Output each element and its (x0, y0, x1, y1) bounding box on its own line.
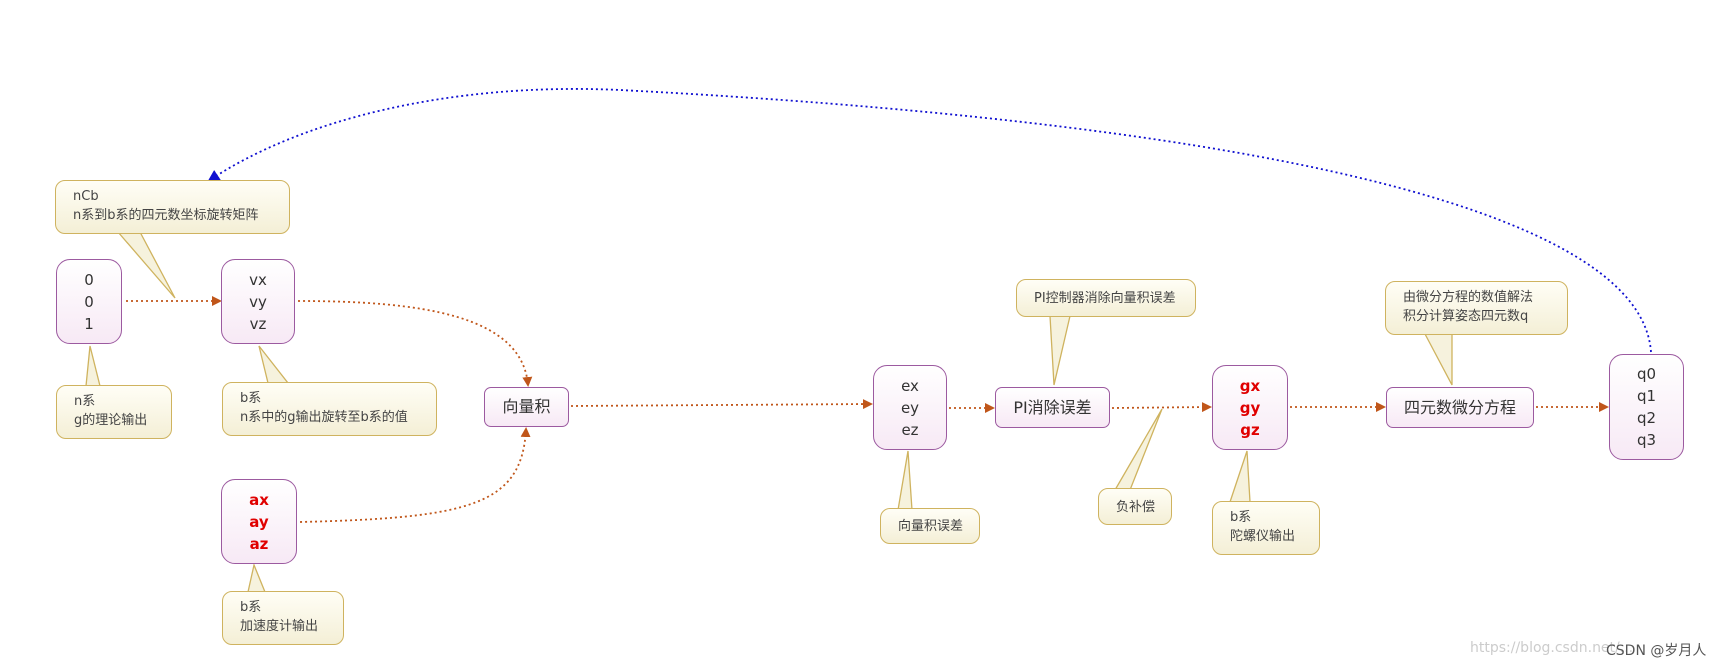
note-neg-comp: 负补偿 (1098, 488, 1172, 525)
node-error-item: ey (900, 398, 920, 417)
note-accel-out-line-2: 加速度计输出 (240, 619, 319, 634)
note-cross-err: 向量积误差 (880, 508, 980, 544)
note-gyro-out-line-2: 陀螺仪输出 (1230, 529, 1296, 544)
node-accelerometer-item: ax (249, 490, 269, 509)
callout-tail-ncb (116, 231, 176, 299)
node-gravity-reference-item: 0 (84, 292, 94, 311)
node-error-item: ez (901, 420, 919, 439)
watermark-url: https://blog.csdn.net/... (1470, 640, 1634, 656)
node-quaternion-item: q3 (1636, 431, 1657, 449)
note-b-rotated-line-2: n系中的g输出旋转至b系的值 (240, 410, 408, 425)
note-cross-err-line-1: 向量积误差 (898, 519, 964, 534)
node-pi-eliminate: PI消除误差 (995, 387, 1110, 428)
node-cross-product: 向量积 (484, 387, 569, 427)
author-credit: CSDN @岁月人 (1606, 643, 1707, 659)
callout-tail-pi (1049, 315, 1071, 386)
flow-cross-to-error (570, 399, 873, 410)
callout-tail-cross-err (897, 450, 913, 511)
note-numeric-line-2: 积分计算姿态四元数q (1403, 309, 1529, 324)
note-numeric: 由微分方程的数值解法 积分计算姿态四元数q (1385, 281, 1568, 335)
node-gravity-body-item: vz (249, 314, 267, 333)
node-accelerometer-item: ay (249, 512, 269, 531)
node-gravity-reference-item: 1 (84, 314, 94, 333)
note-n-frame-line-1: n系 (74, 394, 96, 409)
note-b-rotated-line-1: b系 (240, 391, 262, 406)
feedback-quat-to-ncb (207, 88, 1652, 353)
note-pi-ctrl: PI控制器消除向量积误差 (1016, 279, 1196, 317)
callout-tail-accel (247, 562, 266, 593)
callout-tail-gyro (1229, 450, 1251, 503)
node-error-item: ex (901, 376, 919, 395)
node-quaternion-item: q2 (1636, 409, 1657, 427)
node-gyroscope-item: gz (1240, 420, 1260, 439)
node-pi-eliminate-label: PI消除误差 (1013, 397, 1092, 417)
flow-rotated-to-cross (297, 300, 533, 387)
node-quaternion-item: q0 (1636, 365, 1657, 383)
note-n-frame: n系 g的理论输出 (56, 385, 172, 439)
node-gravity-body-item: vy (249, 292, 267, 311)
note-pi-ctrl-line-1: PI控制器消除向量积误差 (1034, 291, 1176, 306)
callout-tail-numeric (1423, 333, 1453, 386)
note-numeric-line-1: 由微分方程的数值解法 (1403, 290, 1534, 305)
node-accelerometer-item: az (249, 534, 269, 553)
callout-tail-neg (1113, 408, 1163, 491)
note-neg-comp-line-1: 负补偿 (1116, 500, 1156, 515)
flow-pi-to-gyro (1111, 402, 1212, 413)
node-gravity-reference-item: 0 (84, 270, 94, 289)
note-gyro-out-line-1: b系 (1230, 510, 1252, 525)
node-gravity-reference: 0 0 1 (56, 259, 122, 344)
callout-tail-n-frame (85, 345, 101, 387)
node-quaternion-item: q1 (1636, 387, 1657, 405)
callout-tail-b-rotated (258, 345, 290, 384)
node-quaternion-diff-eq-label: 四元数微分方程 (1403, 397, 1516, 417)
flow-accel-to-cross (299, 427, 531, 523)
note-gyro-out: b系 陀螺仪输出 (1212, 501, 1320, 555)
note-b-rotated: b系 n系中的g输出旋转至b系的值 (222, 382, 437, 436)
node-gyroscope-item: gy (1239, 398, 1261, 417)
note-accel-out: b系 加速度计输出 (222, 591, 344, 645)
node-gyroscope: gx gy gz (1212, 365, 1288, 450)
node-cross-product-label: 向量积 (502, 397, 551, 416)
node-accelerometer: ax ay az (221, 479, 297, 564)
note-ncb: nCb n系到b系的四元数坐标旋转矩阵 (55, 180, 290, 234)
node-gyroscope-item: gx (1239, 376, 1261, 395)
note-accel-out-line-1: b系 (240, 600, 262, 615)
node-error: ex ey ez (873, 365, 947, 450)
node-gravity-body: vx vy vz (221, 259, 295, 344)
note-n-frame-line-2: g的理论输出 (74, 413, 148, 428)
note-ncb-line-2: n系到b系的四元数坐标旋转矩阵 (73, 208, 259, 223)
node-gravity-body-item: vx (249, 270, 267, 289)
node-quaternion-diff-eq: 四元数微分方程 (1386, 387, 1534, 428)
node-quaternion: q0 q1 q2 q3 (1609, 354, 1684, 460)
note-ncb-line-1: nCb (73, 189, 99, 204)
